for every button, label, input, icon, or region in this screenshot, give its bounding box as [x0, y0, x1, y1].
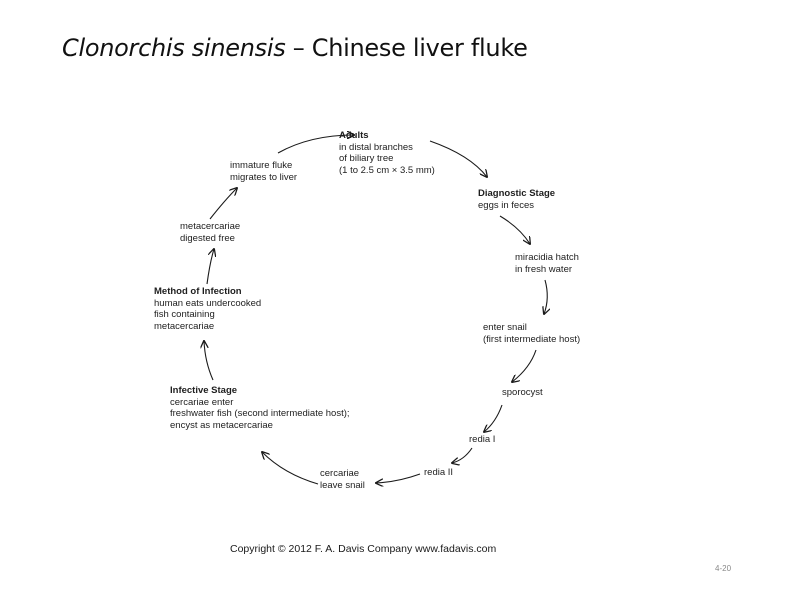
stage-enter-snail-line-2: (first intermediate host) — [483, 333, 581, 345]
stage-diagnostic-heading: Diagnostic Stage — [478, 188, 556, 199]
stage-cercariae-line-2: leave snail — [320, 479, 365, 491]
stage-redia-1: redia I — [469, 434, 495, 446]
stage-method-of-infection: Method of Infection human eats undercook… — [154, 286, 261, 332]
stage-redia-1-line-1: redia I — [469, 434, 496, 445]
stage-metacercariae-line-2: digested free — [180, 232, 235, 244]
stage-miracidia-line-2: in fresh water — [515, 263, 573, 275]
page-number: 4-20 — [715, 564, 732, 573]
stage-enter-snail-line-1: enter snail — [483, 322, 527, 333]
stage-metacercariae-line-1: metacercariae — [180, 221, 241, 232]
stage-diagnostic: Diagnostic Stage eggs in feces — [478, 188, 555, 211]
stage-adults-line-1: in distal branches — [339, 141, 413, 153]
arrow-redia1-to-redia2 — [452, 447, 473, 463]
arrow-cercariae-to-infective — [262, 452, 319, 485]
stage-infective-line-3: encyst as metacercariae — [170, 419, 273, 431]
stage-cercariae-line-1: cercariae — [320, 468, 360, 479]
title-common-name: – Chinese liver fluke — [285, 34, 528, 62]
stage-miracidia: miracidia hatch in fresh water — [515, 252, 579, 275]
stage-method-line-1: human eats undercooked — [154, 297, 262, 309]
arrow-adults-to-diagnostic — [429, 140, 487, 177]
arrow-sporocyst-to-redia1 — [484, 404, 503, 432]
stage-sporocyst: sporocyst — [502, 387, 543, 399]
arrow-snail-to-sporocyst — [512, 349, 537, 382]
stage-redia-2: redia II — [424, 467, 453, 479]
arrow-infective-to-method — [204, 341, 214, 381]
copyright-notice: Copyright © 2012 F. A. Davis Company www… — [230, 543, 497, 555]
stage-enter-snail: enter snail (first intermediate host) — [483, 322, 580, 345]
arrow-miracidia-to-snail — [544, 279, 547, 314]
stage-method-line-3: metacercariae — [154, 320, 215, 332]
stage-infective: Infective Stage cercariae enter freshwat… — [170, 385, 350, 431]
arrow-diagnostic-to-miracidia — [499, 215, 530, 244]
stage-adults: Adults in distal branches of biliary tre… — [339, 130, 435, 176]
stage-redia-2-line-1: redia II — [424, 467, 454, 478]
stage-sporocyst-line-1: sporocyst — [502, 387, 543, 398]
stage-immature-line-1: immature fluke — [230, 160, 293, 171]
stage-method-heading: Method of Infection — [154, 286, 242, 297]
stage-immature-line-2: migrates to liver — [230, 171, 298, 183]
title-species: Clonorchis sinensis — [62, 34, 286, 62]
arrow-metacercariae-to-immature — [209, 188, 237, 220]
arrow-redia2-to-cercariae — [376, 473, 421, 483]
stage-miracidia-line-1: miracidia hatch — [515, 252, 579, 263]
stage-cercariae: cercariae leave snail — [320, 468, 365, 491]
stage-adults-line-3: (1 to 2.5 cm × 3.5 mm) — [339, 164, 435, 176]
stage-method-line-2: fish containing — [154, 309, 215, 320]
slide-title: Clonorchis sinensis – Chinese liver fluk… — [62, 34, 528, 62]
stage-adults-heading: Adults — [339, 130, 369, 141]
stage-infective-line-2: freshwater fish (second intermediate hos… — [170, 408, 350, 419]
arrow-immature-to-adults — [277, 135, 354, 154]
stage-infective-line-1: cercariae enter — [170, 396, 234, 408]
stage-adults-line-2: of biliary tree — [339, 153, 394, 164]
arrow-method-to-metacercariae — [206, 249, 214, 285]
stage-immature-fluke: immature fluke migrates to liver — [230, 160, 297, 183]
stage-diagnostic-line-1: eggs in feces — [478, 199, 534, 211]
stage-infective-heading: Infective Stage — [170, 385, 238, 396]
stage-metacercariae: metacercariae digested free — [180, 221, 240, 244]
